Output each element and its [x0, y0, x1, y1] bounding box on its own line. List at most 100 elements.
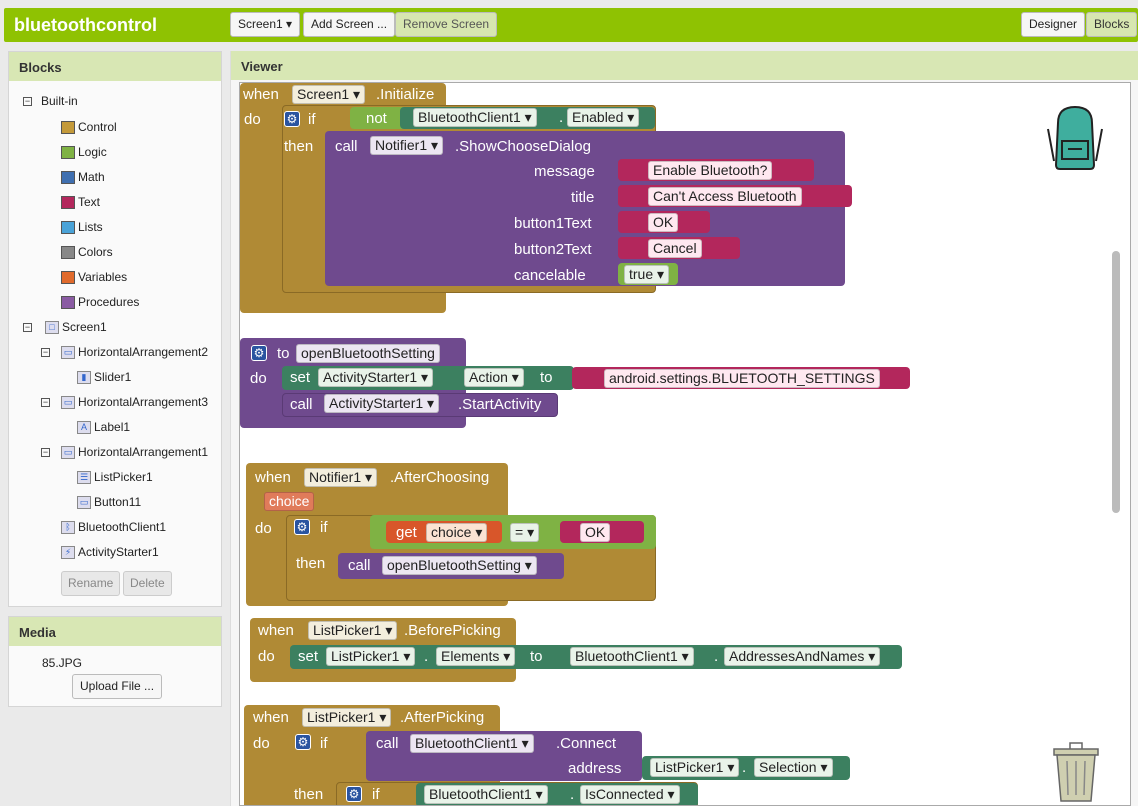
component-slider1[interactable]: ▮Slider1: [77, 368, 131, 386]
rename-button[interactable]: Rename: [61, 571, 121, 596]
vertical-scrollbar[interactable]: [1112, 251, 1120, 513]
trash-icon[interactable]: [1048, 737, 1104, 805]
component-icon: □: [45, 320, 59, 334]
component-horizontalarrangement3[interactable]: ▭HorizontalArrangement3: [61, 393, 208, 411]
dot-label: .: [559, 109, 564, 126]
true-dropdown[interactable]: true ▾: [624, 265, 670, 284]
action-dropdown[interactable]: Action ▾: [464, 368, 524, 387]
get-label: get: [396, 524, 417, 541]
component-listpicker1[interactable]: ☰ListPicker1: [77, 468, 153, 486]
title-string[interactable]: Can't Access Bluetooth: [648, 187, 802, 206]
gear-icon[interactable]: ⚙: [295, 734, 311, 750]
is-connected-dropdown[interactable]: IsConnected ▾: [580, 785, 680, 804]
add-screen-button[interactable]: Add Screen ...: [303, 12, 396, 37]
elements-dropdown[interactable]: Elements ▾: [436, 647, 516, 666]
blocks-button[interactable]: Blocks: [1086, 12, 1138, 37]
component-horizontalarrangement2[interactable]: ▭HorizontalArrangement2: [61, 343, 208, 361]
after-choosing-label: .AfterChoosing: [390, 469, 490, 486]
collapse-toggle-icon[interactable]: −: [23, 322, 32, 332]
listpicker-dropdown[interactable]: ListPicker1 ▾: [326, 647, 416, 666]
gear-icon[interactable]: ⚙: [346, 786, 362, 802]
action-string[interactable]: android.settings.BLUETOOTH_SETTINGS: [604, 369, 880, 388]
collapse-toggle-icon[interactable]: −: [41, 347, 50, 357]
category-color-icon: [61, 195, 75, 209]
collapse-toggle-icon[interactable]: −: [41, 397, 50, 407]
component-screen1[interactable]: □Screen1: [45, 318, 107, 336]
bt-dropdown[interactable]: BluetoothClient1 ▾: [570, 647, 694, 666]
bt-dropdown[interactable]: BluetoothClient1 ▾: [413, 108, 537, 127]
category-color-icon: [61, 145, 75, 159]
gear-icon[interactable]: ⚙: [294, 519, 310, 535]
category-color-icon: [61, 245, 75, 259]
procedure-name-field[interactable]: openBluetoothSetting: [296, 344, 440, 363]
show-choose-dialog-block[interactable]: [325, 131, 845, 286]
tree-label: Colors: [78, 245, 113, 259]
do-label: do: [258, 648, 275, 665]
category-math[interactable]: Math: [61, 168, 105, 186]
tree-label: Button11: [94, 495, 142, 509]
category-color-icon: [61, 270, 75, 284]
activitystarter-dropdown[interactable]: ActivityStarter1 ▾: [318, 368, 434, 387]
tree-label: Math: [78, 170, 105, 184]
listpicker-dropdown[interactable]: ListPicker1 ▾: [302, 708, 392, 727]
to-label: to: [540, 369, 553, 386]
collapse-toggle-icon[interactable]: −: [23, 96, 32, 106]
activitystarter-dropdown[interactable]: ActivityStarter1 ▾: [324, 394, 440, 413]
before-picking-label: .BeforePicking: [404, 622, 501, 639]
set-label: set: [290, 369, 311, 386]
tree-builtin[interactable]: Built-in: [41, 92, 78, 110]
tree-label: Slider1: [94, 370, 132, 384]
listpicker-dropdown[interactable]: ListPicker1 ▾: [650, 758, 740, 777]
category-logic[interactable]: Logic: [61, 143, 107, 161]
collapse-toggle-icon[interactable]: −: [41, 447, 50, 457]
screen-dropdown[interactable]: Screen1 ▾: [292, 85, 366, 104]
category-procedures[interactable]: Procedures: [61, 293, 139, 311]
tree-label: HorizontalArrangement1: [78, 445, 209, 459]
tree-label: ListPicker1: [94, 470, 153, 484]
media-file[interactable]: 85.JPG: [42, 656, 83, 670]
listpicker-dropdown[interactable]: ListPicker1 ▾: [308, 621, 398, 640]
choice-param[interactable]: choice: [264, 492, 315, 511]
designer-button[interactable]: Designer: [1021, 12, 1086, 37]
when-label: when: [243, 86, 279, 103]
bt-dropdown[interactable]: BluetoothClient1 ▾: [410, 734, 534, 753]
selection-dropdown[interactable]: Selection ▾: [754, 758, 833, 777]
notifier-dropdown[interactable]: Notifier1 ▾: [370, 136, 444, 155]
backpack-icon[interactable]: [1040, 101, 1110, 173]
bt-dropdown[interactable]: BluetoothClient1 ▾: [424, 785, 548, 804]
dot-label: .: [570, 786, 575, 803]
gear-icon[interactable]: ⚙: [284, 111, 300, 127]
component-button11[interactable]: ▭Button11: [77, 493, 141, 511]
cancel-string[interactable]: Cancel: [648, 239, 702, 258]
to-label: to: [277, 345, 290, 362]
blocks-workspace[interactable]: when Screen1 ▾ .Initialize do ⚙ if not B…: [239, 82, 1131, 806]
screen-select[interactable]: Screen1 ▾: [230, 12, 301, 37]
category-lists[interactable]: Lists: [61, 218, 103, 236]
tree-label: Built-in: [41, 94, 78, 108]
equals-dropdown[interactable]: = ▾: [510, 523, 540, 542]
enabled-dropdown[interactable]: Enabled ▾: [567, 108, 640, 127]
component-horizontalarrangement1[interactable]: ▭HorizontalArrangement1: [61, 443, 208, 461]
delete-button[interactable]: Delete: [123, 571, 172, 596]
component-icon: A: [77, 420, 91, 434]
start-activity-label: .StartActivity: [458, 396, 542, 413]
addresses-dropdown[interactable]: AddressesAndNames ▾: [724, 647, 881, 666]
notifier-dropdown[interactable]: Notifier1 ▾: [304, 468, 378, 487]
remove-screen-button[interactable]: Remove Screen: [395, 12, 498, 37]
message-string[interactable]: Enable Bluetooth?: [648, 161, 773, 180]
ok-string[interactable]: OK: [648, 213, 679, 232]
dot-label: .: [714, 648, 719, 665]
category-control[interactable]: Control: [61, 118, 117, 136]
category-text[interactable]: Text: [61, 193, 100, 211]
upload-file-button[interactable]: Upload File ...: [72, 674, 163, 699]
procedure-dropdown[interactable]: openBluetoothSetting ▾: [382, 556, 537, 575]
call-label: call: [348, 557, 371, 574]
component-activitystarter1[interactable]: ⚡ActivityStarter1: [61, 543, 159, 561]
gear-icon[interactable]: ⚙: [251, 345, 267, 361]
ok-string[interactable]: OK: [580, 523, 611, 542]
choice-dropdown[interactable]: choice ▾: [426, 523, 488, 542]
category-colors[interactable]: Colors: [61, 243, 113, 261]
category-variables[interactable]: Variables: [61, 268, 127, 286]
